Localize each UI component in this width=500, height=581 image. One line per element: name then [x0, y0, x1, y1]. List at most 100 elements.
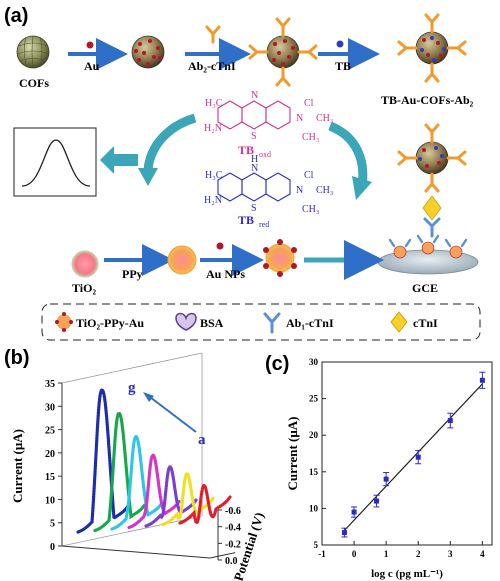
c-y-tick-label: 20: [309, 430, 319, 440]
tb-oxd-ch3-2: CH₃: [302, 132, 319, 143]
ab2-label: Ab₂-cTnI: [188, 59, 236, 73]
tio2-ppy-sphere: [167, 245, 197, 275]
signal-curve-box: [13, 127, 97, 197]
tb-red-sub: red: [259, 220, 269, 229]
b-y-tick-label: 0: [50, 542, 55, 553]
b-series-c: [144, 465, 198, 528]
au-label: Au: [84, 59, 100, 73]
cycle-arrow-right-head: [352, 176, 372, 200]
tb-oxd-cl: Cl: [304, 98, 314, 109]
b-series-b: [161, 472, 215, 527]
tio2-label: TiO₂: [72, 281, 96, 295]
cofs-label: COFs: [19, 76, 49, 90]
c-plot-frame: [321, 361, 493, 546]
gce-electrode: [377, 234, 479, 275]
b-y-tick-label: 25: [45, 426, 55, 437]
c-x-tick-label: 1: [384, 549, 389, 559]
c-x-axis-label: log c (pg mL⁻¹): [371, 568, 443, 580]
c-data-point: [415, 454, 421, 460]
c-x-tick-label: -1: [318, 549, 326, 559]
b-annot-arrow-head: [143, 392, 154, 402]
legend-label-1: TiO₂-PPy-Au: [76, 316, 144, 330]
panel-a-label: (a): [4, 5, 28, 27]
au-np-icon: [216, 242, 224, 250]
b-z-tick-label: -0.4: [225, 523, 241, 534]
au-nps-label: Au NPs: [206, 267, 245, 281]
panel-c-label: (c): [265, 353, 289, 375]
ctni-antigen-icon: [422, 195, 442, 221]
tb-oxd-n2: N: [296, 113, 303, 124]
b-y-axis-label: Current (μA): [10, 429, 25, 503]
ppy-label: PPy: [122, 267, 143, 281]
au-cof-sphere: [131, 35, 165, 69]
c-data-point: [383, 476, 389, 482]
c-x-tick-label: 2: [416, 549, 421, 559]
legend-ctni: cTnI: [390, 311, 438, 333]
tb-red-ch3-1: CH₃: [316, 185, 333, 196]
antibody-cof-sphere: [248, 17, 318, 87]
tb-oxd-ch3-1: CH₃: [316, 113, 333, 124]
cycle-arrow-left-head: [138, 168, 158, 186]
b-y-tick-label: 20: [45, 449, 55, 460]
tb-red-label: TB: [238, 213, 254, 227]
tb-oxd-label: TB: [238, 143, 254, 157]
tb-red-s: S: [251, 203, 257, 214]
c-data-point: [479, 377, 485, 383]
tb-molecule-icon: [336, 40, 344, 48]
panel-b-label: (b): [4, 347, 30, 369]
tb-red-structure: [217, 172, 291, 202]
cof-sphere: [16, 35, 50, 69]
c-y-tick-label: 30: [309, 357, 319, 367]
tb-red-h2n: H₂N: [204, 195, 222, 206]
b-series-a: [178, 483, 232, 525]
c-data-point: [374, 498, 380, 504]
tb-red-ch3-2: CH₃: [302, 204, 319, 215]
b-series-e: [110, 434, 164, 531]
b-floor-front: [61, 545, 211, 559]
tb-red-h: H: [251, 154, 258, 165]
tb-red-n2: N: [296, 185, 303, 196]
c-x-tick-label: 0: [352, 549, 357, 559]
legend-tio2-ppy-au: TiO₂-PPy-Au: [55, 312, 144, 332]
c-y-axis-label: Current (μA): [285, 417, 300, 491]
au-particle-icon: [86, 41, 94, 49]
b-series-d: [127, 453, 181, 530]
c-y-tick-label: 10: [309, 503, 319, 513]
antibody-icon: [205, 25, 221, 44]
tb-red-h3c: H₃C: [205, 170, 223, 181]
c-data-point: [447, 418, 453, 424]
b-y-tick-label: 5: [50, 519, 55, 530]
b-series-g: [76, 388, 130, 534]
legend-ab1: Ab₁-cTnI: [263, 312, 334, 334]
b-floor-edge: [209, 552, 236, 559]
c-data-point: [351, 509, 357, 515]
c-y-tick-label: 5: [314, 540, 319, 550]
c-fit-line: [344, 383, 483, 531]
b-y-tick-label: 10: [45, 495, 55, 506]
b-z-tick-label: 0.0: [225, 556, 238, 567]
tb-oxd-h2n: H₂N: [204, 123, 222, 134]
b-annot-a: a: [198, 432, 206, 448]
tb-oxd-sub: oxd: [259, 150, 271, 159]
b-y-tick-label: 35: [45, 379, 55, 390]
tb-oxd-s: S: [251, 131, 257, 142]
legend-label-4: cTnI: [413, 316, 438, 330]
arrow-to-curve: [100, 146, 138, 174]
tb-oxd-n: N: [251, 90, 258, 101]
b-box-edge: [61, 515, 203, 547]
tio2-ppy-au-sphere: [263, 239, 297, 277]
legend-bsa: BSA: [175, 312, 224, 331]
b-series-f: [93, 411, 147, 533]
legend-label-3: Ab₁-cTnI: [286, 316, 334, 330]
tb-red-n: N: [251, 163, 258, 174]
b-annot-arrow: [145, 393, 197, 433]
gce-label: GCE: [412, 281, 438, 295]
tio2-sphere: [71, 250, 99, 278]
cycle-arrow-right: [328, 121, 368, 187]
legend-label-2: BSA: [200, 316, 224, 330]
c-x-tick-label: 4: [480, 549, 485, 559]
tb-oxd-h3c: H₃C: [205, 98, 223, 109]
b-z-tick-label: -0.6: [225, 506, 241, 517]
